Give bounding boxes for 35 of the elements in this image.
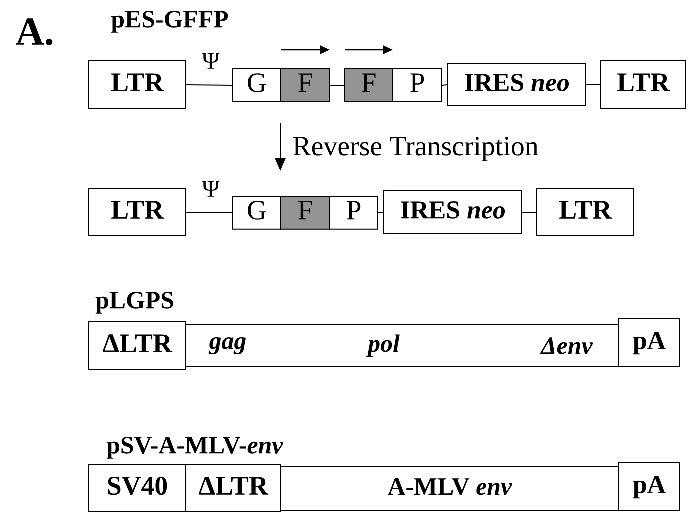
segment-box: P (330, 196, 378, 230)
segment-box: LTR (536, 188, 634, 236)
segment-box: IRES neo (384, 190, 522, 234)
segment-box (186, 324, 620, 368)
connector-line (522, 212, 537, 213)
segment-box: SV40 (88, 464, 186, 512)
segment-box: ΔLTR (186, 464, 282, 512)
segment-box: A-MLV env (280, 466, 620, 512)
construct-title: pLGPS (96, 292, 174, 314)
connector-line (586, 84, 601, 86)
segment-box: IRES neo (448, 64, 586, 106)
gene-label: Δenv (540, 338, 594, 354)
segment-box: LTR (88, 188, 186, 236)
segment-box: F (280, 196, 330, 230)
segment-box: ΔLTR (88, 322, 186, 370)
segment-box: pA (618, 318, 680, 368)
gene-label: gag (208, 337, 246, 354)
gene-label: pol (366, 334, 400, 358)
psi-symbol: Ψ (202, 53, 220, 69)
segment-box: F (344, 68, 394, 102)
construct-title: pSV-A-MLV-env (106, 437, 284, 459)
segment-box: LTR (600, 60, 686, 110)
connector-line (330, 85, 345, 86)
connector-line (186, 212, 233, 214)
psi-symbol: Ψ (202, 181, 220, 197)
connector-line (442, 84, 448, 86)
edge-label: Reverse Transcription (294, 137, 538, 162)
construct-title: pES-GFFP (112, 11, 228, 33)
segment-box: P (392, 68, 442, 102)
segment-box: pA (618, 462, 680, 512)
segment-box: LTR (88, 60, 186, 110)
connector-line (186, 84, 233, 86)
segment-box: F (280, 68, 330, 102)
panel-letter: A. (16, 18, 53, 46)
connector-line (378, 212, 384, 214)
